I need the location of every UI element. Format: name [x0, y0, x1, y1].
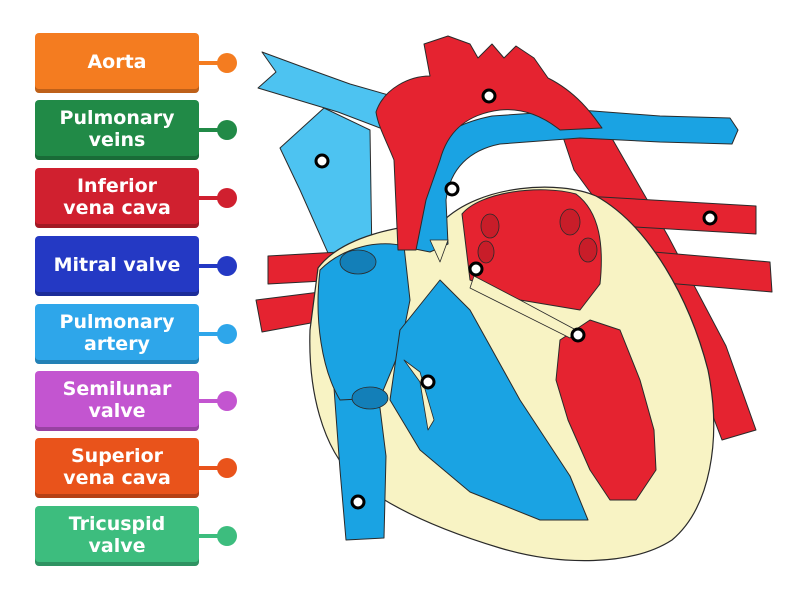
tile-drag-handle[interactable] [217, 188, 237, 208]
tile-connector [199, 61, 223, 65]
pulmonary-vein-opening-3 [480, 213, 500, 239]
tile-connector [199, 196, 223, 200]
label-tile-superior-vena-cava[interactable]: Superior vena cava [35, 438, 199, 498]
label-tile-mitral-valve[interactable]: Mitral valve [35, 236, 199, 296]
heart-illustration [255, 35, 773, 562]
right-pulmonary-artery-branch [257, 51, 393, 129]
tricuspid-valve-leaflets [403, 359, 435, 431]
inferior-vena-cava-opening [351, 386, 389, 410]
tile-connector [199, 264, 223, 268]
tile-connector [199, 399, 223, 403]
tile-connector [199, 128, 223, 132]
tile-drag-handle[interactable] [217, 53, 237, 73]
hotspot-markers [314, 88, 718, 510]
label-tile-semilunar-valve[interactable]: Semilunar valve [35, 371, 199, 431]
label-tile-text: Inferior vena cava [63, 174, 171, 219]
pulmonary-vein-opening-1 [559, 208, 581, 236]
superior-vena-cava [279, 107, 373, 263]
tile-drag-handle[interactable] [217, 526, 237, 546]
tile-connector [199, 534, 223, 538]
hotspot-marker[interactable] [444, 181, 460, 197]
label-tile-text: Semilunar valve [62, 377, 172, 422]
left-ventricle [555, 319, 657, 501]
label-tile-text: Pulmonary artery [59, 310, 175, 355]
label-tile-inferior-vena-cava[interactable]: Inferior vena cava [35, 168, 199, 228]
tile-drag-handle[interactable] [217, 120, 237, 140]
tile-drag-handle[interactable] [217, 324, 237, 344]
pulmonary-valve-leaflets [429, 239, 449, 263]
hotspot-marker[interactable] [350, 494, 366, 510]
label-tile-text: Tricuspid valve [68, 512, 166, 557]
hotspot-marker[interactable] [420, 374, 436, 390]
inferior-vena-cava [333, 387, 387, 541]
label-tile-pulmonary-veins[interactable]: Pulmonary veins [35, 100, 199, 160]
hotspot-marker[interactable] [570, 327, 586, 343]
tile-drag-handle[interactable] [217, 458, 237, 478]
tile-drag-handle[interactable] [217, 391, 237, 411]
tile-drag-handle[interactable] [217, 256, 237, 276]
label-tile-text: Mitral valve [53, 253, 181, 276]
label-tile-text: Superior vena cava [63, 444, 171, 489]
superior-vena-cava-opening [339, 249, 377, 275]
hotspot-marker[interactable] [314, 153, 330, 169]
mitral-valve-leaflets [469, 275, 577, 339]
pulmonary-vein-opening-4 [477, 240, 495, 264]
right-ventricle [389, 279, 589, 521]
tile-connector [199, 332, 223, 336]
hotspot-marker[interactable] [468, 261, 484, 277]
aortic-arch [375, 35, 603, 251]
label-tile-pulmonary-artery[interactable]: Pulmonary artery [35, 304, 199, 364]
hotspot-marker[interactable] [702, 210, 718, 226]
label-tile-text: Aorta [87, 50, 147, 73]
label-tile-text: Pulmonary veins [59, 106, 175, 151]
pulmonary-vein-opening-2 [578, 237, 598, 263]
label-tile-tricuspid-valve[interactable]: Tricuspid valve [35, 506, 199, 566]
label-tile-aorta[interactable]: Aorta [35, 33, 199, 93]
tile-connector [199, 466, 223, 470]
hotspot-marker[interactable] [481, 88, 497, 104]
